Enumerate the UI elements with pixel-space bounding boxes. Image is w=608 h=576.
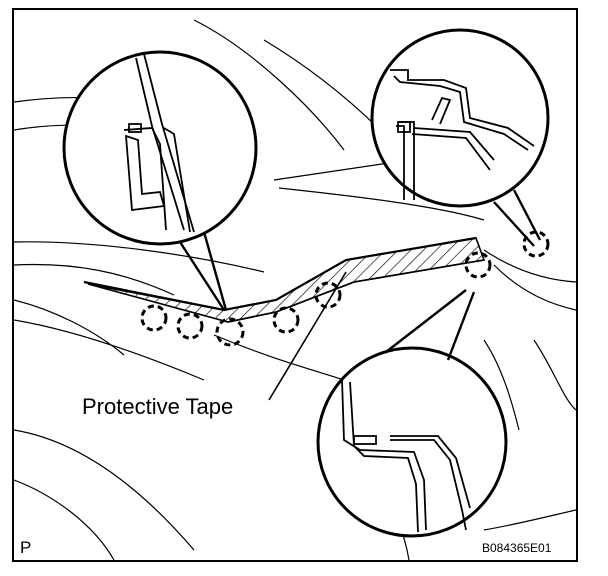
protective-tape-label: Protective Tape <box>80 394 236 420</box>
detail-callout-left <box>62 50 258 311</box>
detail-callout-bottom-right <box>316 289 508 538</box>
figure-id-label: B084365E01 <box>482 541 552 555</box>
dashed-circle-marker <box>522 230 550 258</box>
diagram-frame: Protective Tape P B084365E01 <box>12 8 578 562</box>
dashed-circle-markers <box>140 230 550 347</box>
dashed-circle-marker <box>314 281 342 309</box>
dashed-circle-marker <box>176 312 204 340</box>
body-illustration <box>14 19 576 560</box>
body-panel-lines <box>14 19 576 560</box>
detail-callout-top-right <box>370 28 550 247</box>
dashed-circle-marker <box>272 306 300 334</box>
dashed-circle-marker <box>464 251 492 279</box>
tape-leader-line <box>268 271 347 401</box>
view-code-label: P <box>20 538 32 557</box>
dashed-circle-marker <box>140 304 168 332</box>
dashed-circle-marker <box>215 317 245 347</box>
